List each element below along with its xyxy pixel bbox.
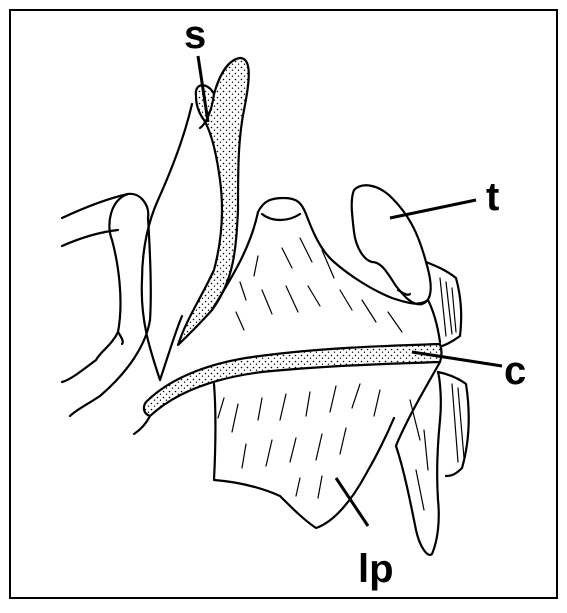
tooth-appendage bbox=[352, 185, 431, 304]
stigma bbox=[178, 58, 249, 345]
right-side-flap bbox=[426, 262, 469, 476]
label-t: t bbox=[486, 175, 499, 219]
label-s: s bbox=[184, 13, 206, 57]
upper-lip bbox=[212, 198, 440, 342]
label-c: c bbox=[504, 349, 526, 393]
figure-frame bbox=[10, 10, 557, 598]
leader-lp bbox=[336, 478, 368, 526]
callus-band bbox=[144, 344, 442, 416]
label-lp: lp bbox=[358, 547, 394, 591]
left-sepal bbox=[62, 194, 151, 416]
